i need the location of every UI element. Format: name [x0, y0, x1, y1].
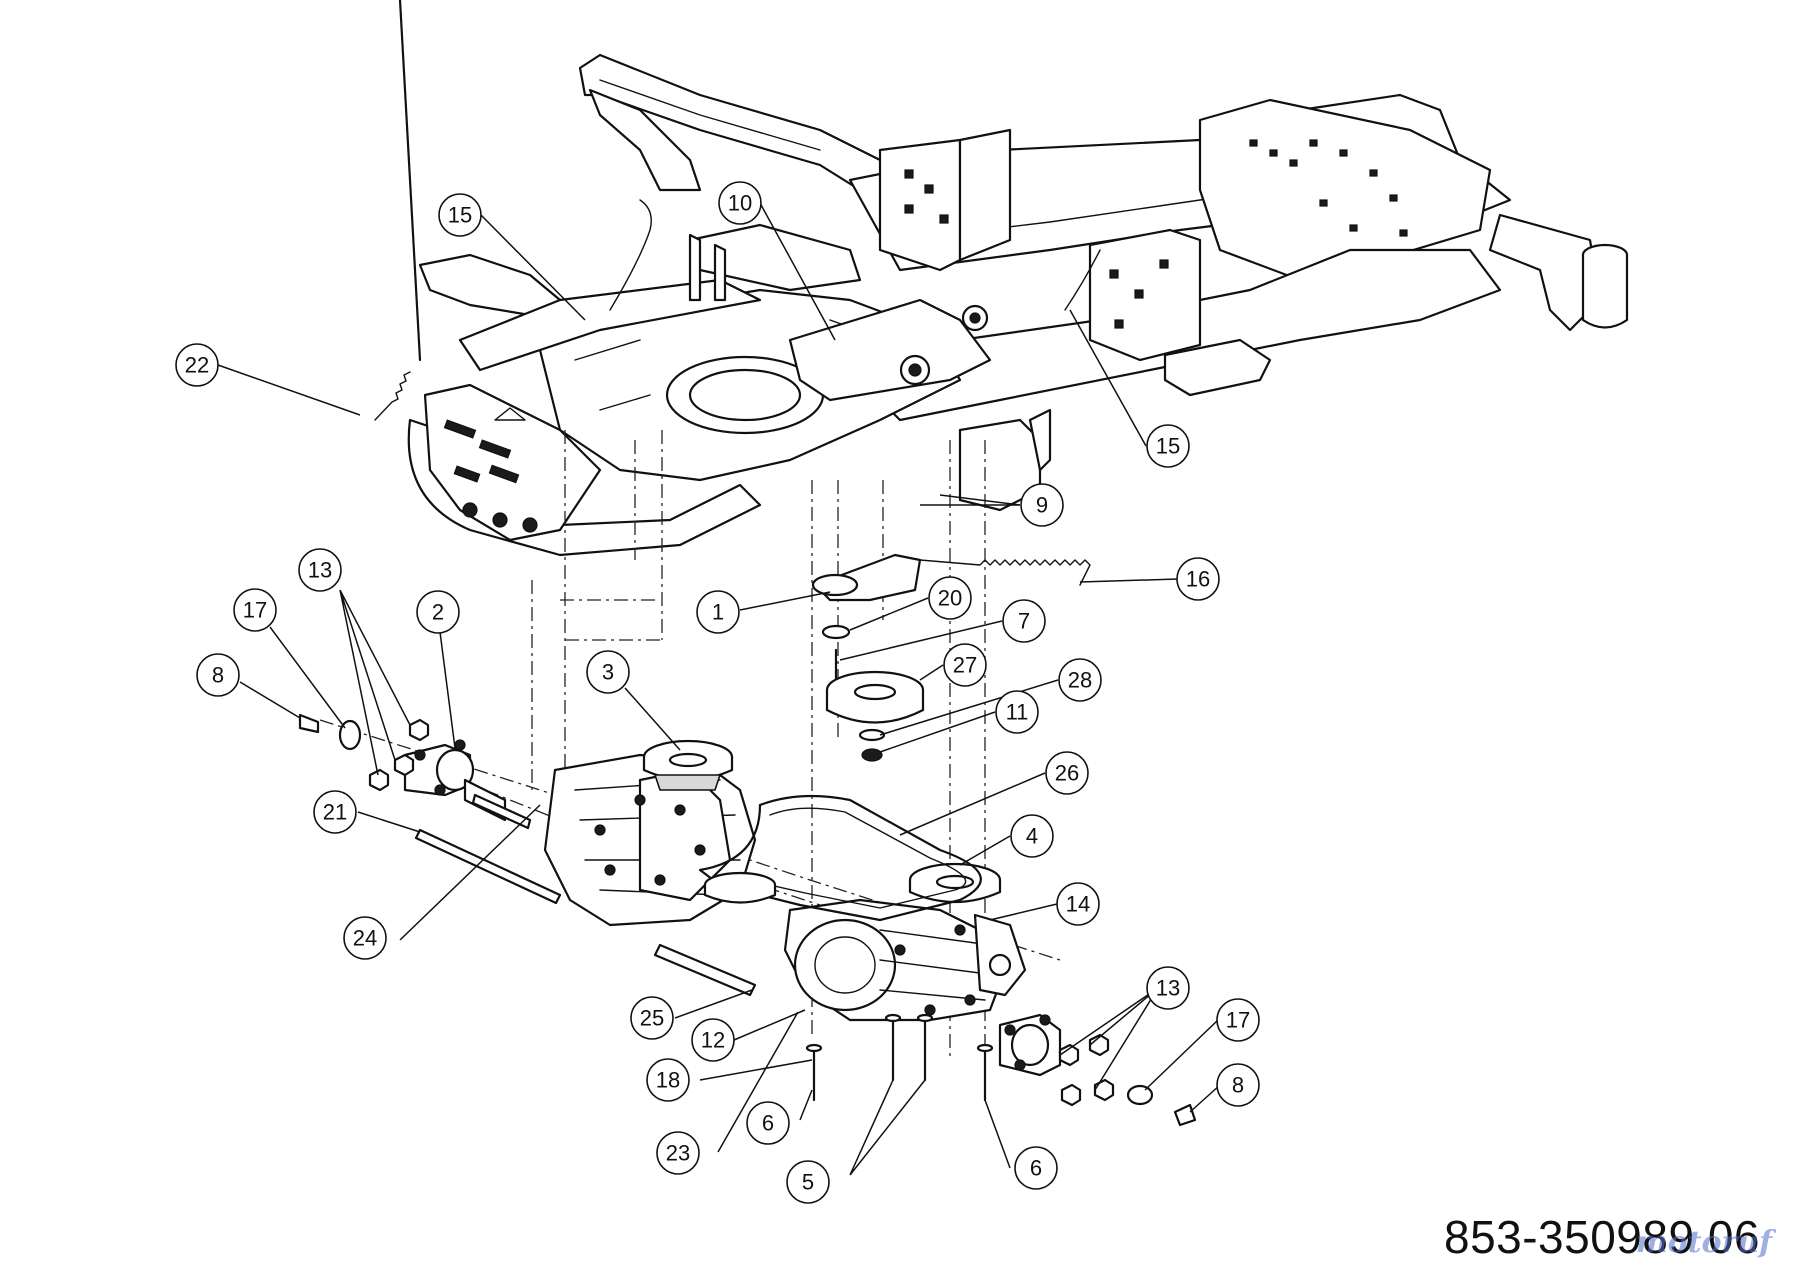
svg-text:5: 5: [802, 1170, 814, 1195]
svg-text:2: 2: [432, 600, 444, 625]
callout-6-left: 6: [746, 1101, 790, 1145]
callout-24: 24: [343, 916, 387, 960]
idler-assembly: [811, 553, 1091, 762]
svg-text:11: 11: [1006, 700, 1029, 725]
right-transaxle: [783, 862, 1027, 1022]
svg-text:3: 3: [602, 660, 614, 685]
svg-text:18: 18: [656, 1068, 680, 1093]
svg-text:15: 15: [448, 203, 472, 228]
svg-text:13: 13: [1156, 976, 1180, 1001]
svg-text:22: 22: [185, 353, 209, 378]
callout-17-right: 17: [1216, 998, 1260, 1042]
svg-text:26: 26: [1055, 761, 1079, 786]
callout-20: 20: [928, 576, 972, 620]
leader-lines: [217, 202, 1221, 1176]
callout-8-right: 8: [1216, 1063, 1260, 1107]
svg-text:8: 8: [1232, 1073, 1244, 1098]
callout-10: 10: [718, 181, 762, 225]
svg-text:6: 6: [1030, 1156, 1042, 1181]
left-hub-assembly: [298, 713, 757, 997]
callout-23: 23: [656, 1131, 700, 1175]
callout-26: 26: [1045, 751, 1089, 795]
svg-text:10: 10: [728, 191, 752, 216]
svg-text:13: 13: [308, 558, 332, 583]
callout-11: 11: [995, 690, 1039, 734]
callout-8-left: 8: [196, 653, 240, 697]
svg-text:24: 24: [353, 926, 377, 951]
callout-25: 25: [630, 996, 674, 1040]
svg-text:28: 28: [1068, 668, 1092, 693]
svg-text:16: 16: [1186, 567, 1210, 592]
callout-22: 22: [175, 343, 219, 387]
svg-text:27: 27: [953, 653, 977, 678]
callout-14: 14: [1056, 882, 1100, 926]
svg-text:14: 14: [1066, 892, 1090, 917]
svg-text:4: 4: [1026, 824, 1038, 849]
svg-text:23: 23: [666, 1141, 690, 1166]
svg-text:7: 7: [1018, 609, 1030, 634]
callout-13-right: 13: [1146, 966, 1190, 1010]
drive-belt: [698, 794, 982, 922]
callout-1: 1: [696, 590, 740, 634]
svg-text:15: 15: [1156, 434, 1180, 459]
callout-15-right: 15: [1146, 424, 1190, 468]
svg-text:20: 20: [938, 586, 962, 611]
callout-7: 7: [1002, 599, 1046, 643]
callout-15-upper-left: 15: [438, 193, 482, 237]
callout-4: 4: [1010, 814, 1054, 858]
callout-12: 12: [691, 1018, 735, 1062]
callout-6-right: 6: [1014, 1146, 1058, 1190]
svg-text:17: 17: [243, 598, 267, 623]
svg-text:21: 21: [323, 800, 347, 825]
svg-text:12: 12: [701, 1028, 725, 1053]
watermark-logo: motoruf: [1635, 1225, 1772, 1260]
callout-28: 28: [1058, 658, 1102, 702]
callout-18: 18: [646, 1058, 690, 1102]
callout-2: 2: [416, 590, 460, 634]
document-number: 853-350989 06: [1443, 1211, 1760, 1263]
svg-text:25: 25: [640, 1006, 664, 1031]
callout-16: 16: [1176, 557, 1220, 601]
callout-21: 21: [313, 790, 357, 834]
svg-text:1: 1: [712, 600, 724, 625]
callout-5: 5: [786, 1160, 830, 1204]
svg-text:17: 17: [1226, 1008, 1250, 1033]
svg-text:8: 8: [212, 663, 224, 688]
callout-27: 27: [943, 643, 987, 687]
callout-13-left: 13: [298, 548, 342, 592]
mower-frame: [374, 0, 1629, 557]
callout-17-left: 17: [233, 588, 277, 632]
svg-text:9: 9: [1036, 493, 1048, 518]
right-hub-assembly: [805, 1013, 1197, 1127]
callout-9: 9: [1020, 483, 1064, 527]
callout-3: 3: [586, 650, 630, 694]
svg-text:6: 6: [762, 1111, 774, 1136]
